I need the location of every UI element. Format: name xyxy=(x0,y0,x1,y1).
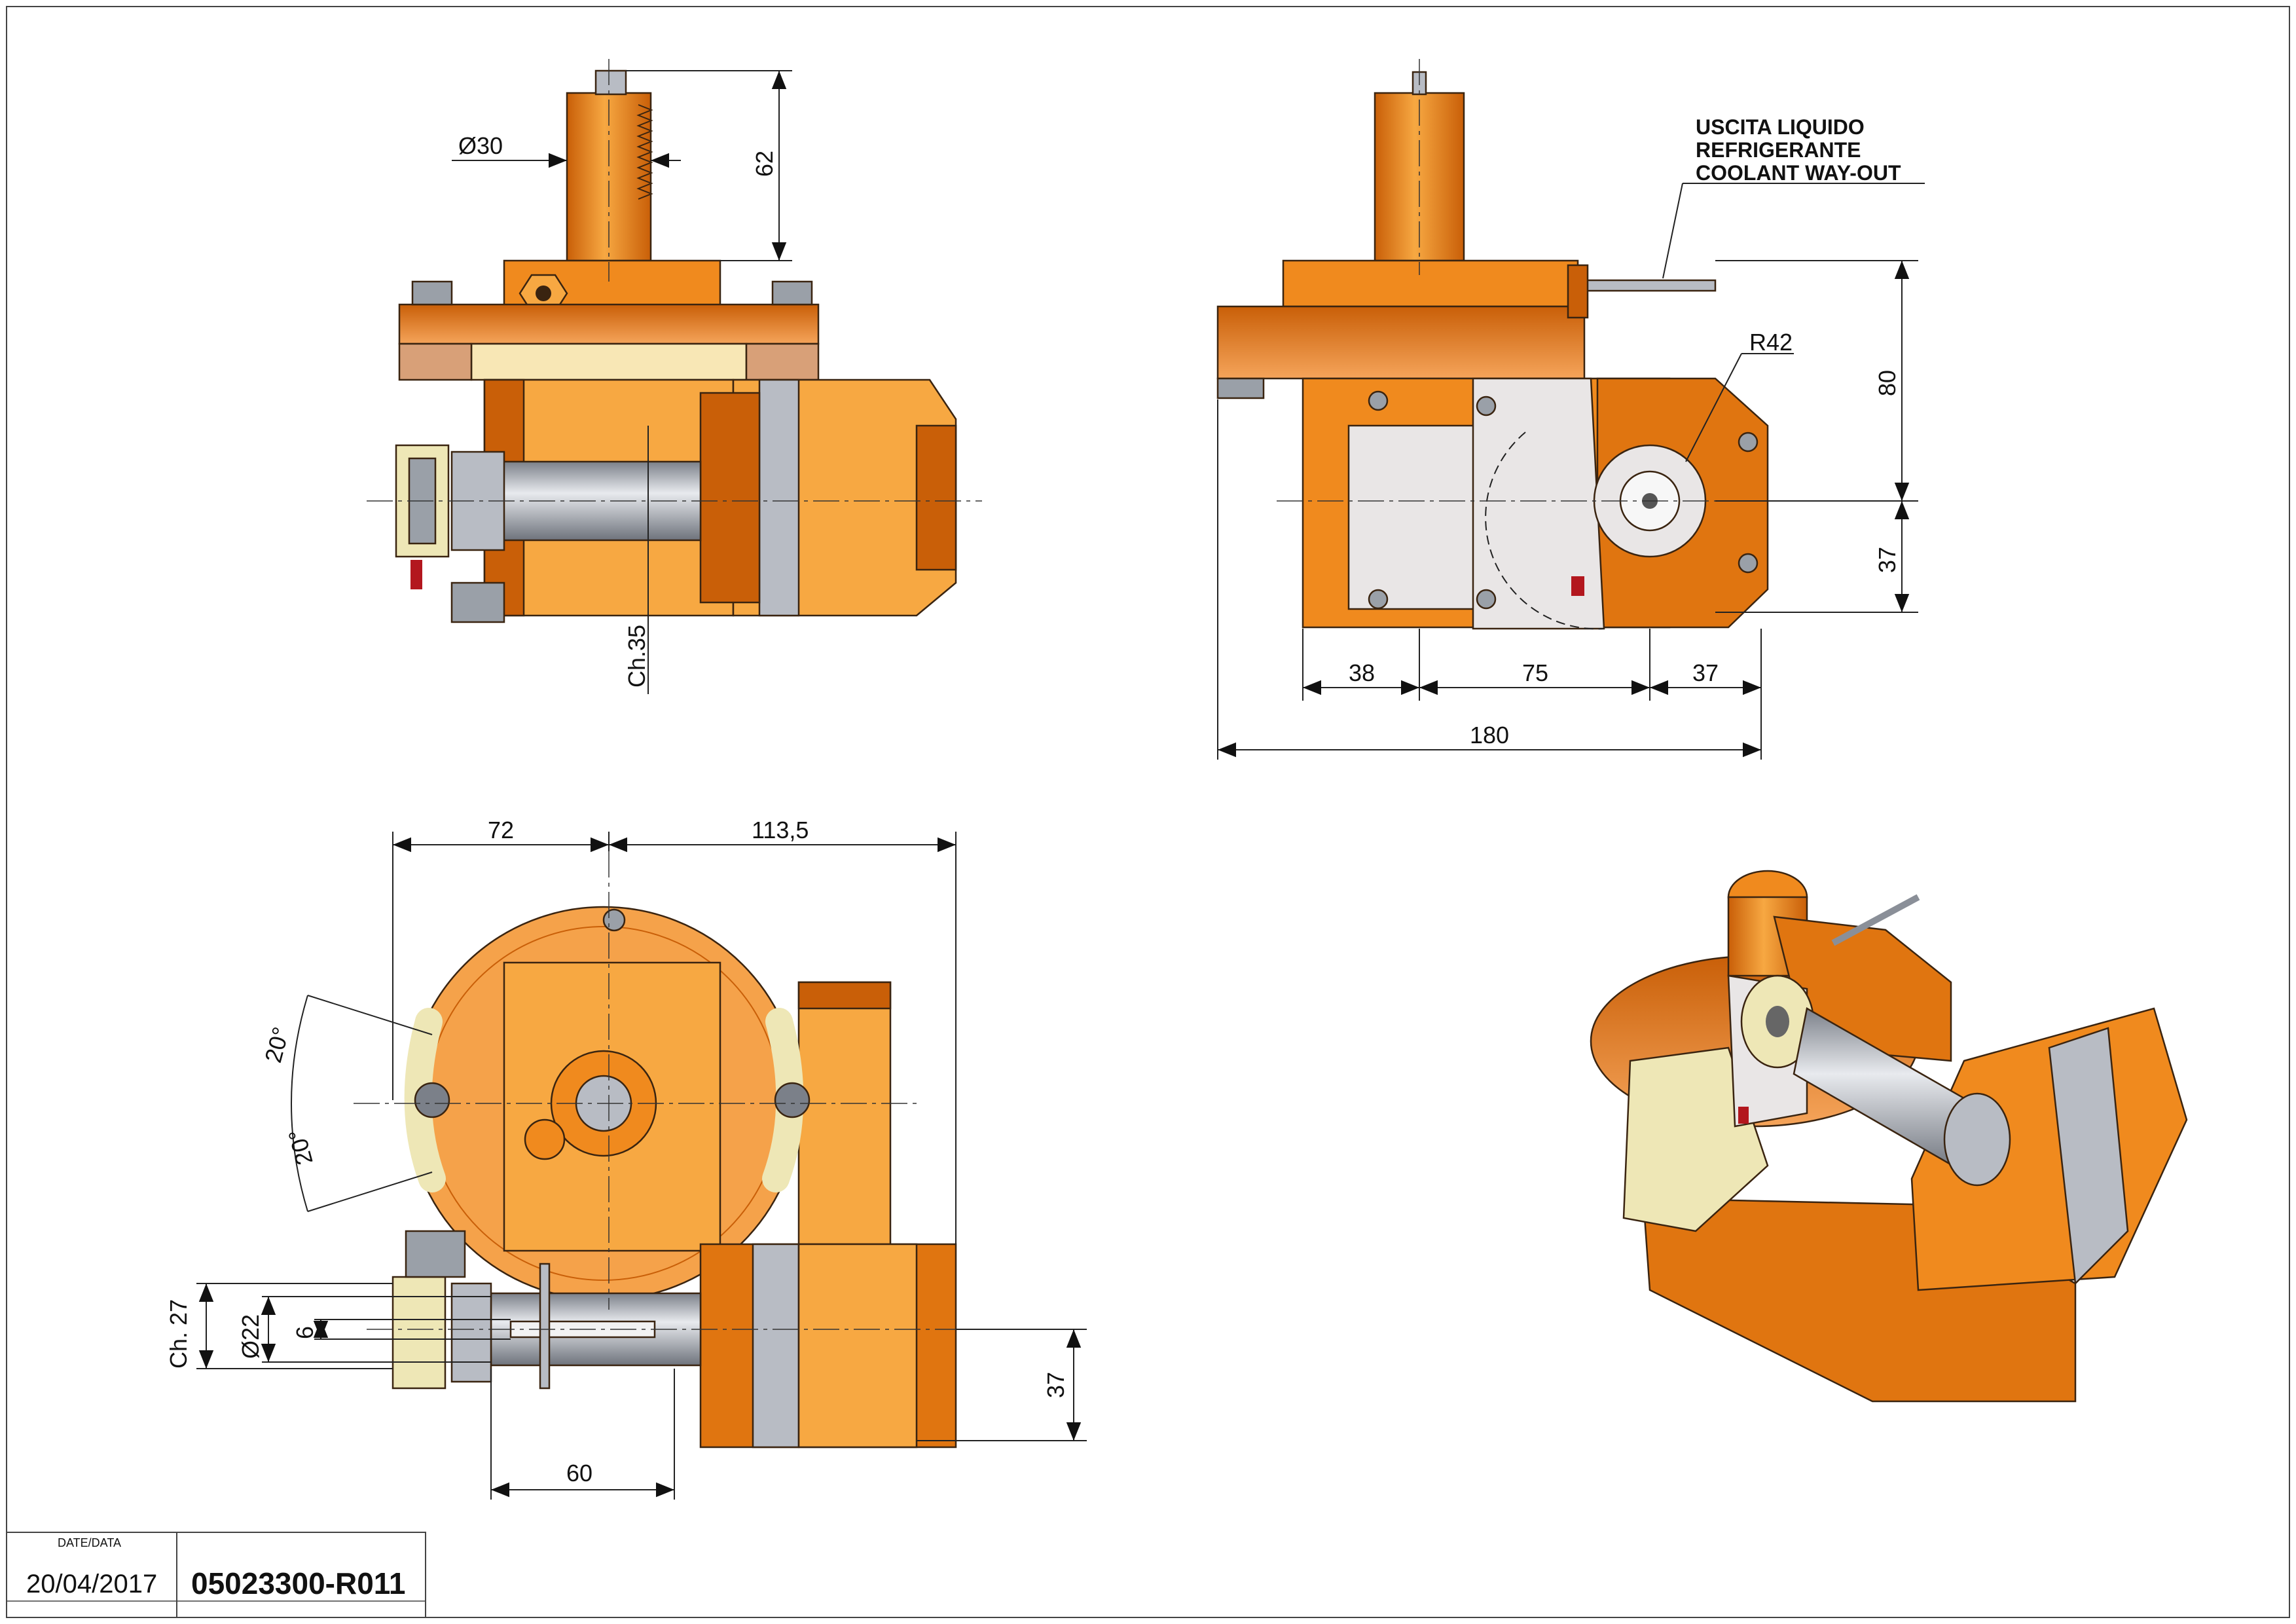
dim-height-62: 62 xyxy=(751,151,778,177)
top-collar xyxy=(392,1276,446,1390)
front-view: Ø30 62 Ch.35 xyxy=(367,59,982,694)
coolant-note-line-1: USCITA LIQUIDO xyxy=(1696,115,1865,139)
sheet-border xyxy=(6,6,2290,1618)
right-housing xyxy=(797,981,892,1252)
right-housing-band xyxy=(797,981,892,1010)
date-value: 20/04/2017 xyxy=(26,1570,157,1598)
iso-cover-plate xyxy=(1622,1046,1769,1232)
cover-screw-3 xyxy=(1368,589,1389,610)
dim-diameter-22: Ø22 xyxy=(237,1314,264,1359)
bolt-left xyxy=(411,280,453,306)
side-bolt xyxy=(1216,377,1265,399)
cover-screw-4 xyxy=(1476,589,1497,610)
dim-6: 6 xyxy=(291,1326,318,1339)
cream-band xyxy=(470,342,748,381)
coolant-fitting xyxy=(1567,264,1589,319)
coolant-pipe xyxy=(1576,279,1717,292)
dim-60: 60 xyxy=(566,1460,592,1486)
gearbox-side-rect xyxy=(915,424,957,571)
dim-113-5: 113,5 xyxy=(752,817,809,843)
dim-chamfer-27: Ch. 27 xyxy=(165,1299,192,1369)
left-band xyxy=(398,342,473,381)
iso-output-bore xyxy=(1766,1006,1789,1037)
drawing-code: 05023300-R011 xyxy=(191,1566,405,1600)
side-nozzle xyxy=(1571,576,1584,596)
lower-gearbox-band xyxy=(752,1243,800,1449)
side-view: USCITA LIQUIDO REFRIGERANTE COOLANT WAY-… xyxy=(1216,59,1925,760)
cover-screw-2 xyxy=(1476,396,1497,416)
angle-arc xyxy=(291,995,308,1212)
clamp-bolt-left xyxy=(414,1082,450,1118)
dim-chamfer-35: Ch.35 xyxy=(623,625,650,688)
coolant-nozzle-front xyxy=(410,560,422,589)
gearbox-screw-1 xyxy=(1738,432,1758,452)
coolant-note-line-2: REFRIGERANTE xyxy=(1696,138,1861,162)
dim-75: 75 xyxy=(1522,659,1548,686)
gearbox-screw-2 xyxy=(1738,553,1758,574)
side-boss xyxy=(524,1118,566,1160)
bolt-right xyxy=(771,280,813,306)
spindle-teeth xyxy=(636,104,653,200)
dim-38: 38 xyxy=(1349,659,1375,686)
clamp-bolt-right xyxy=(774,1082,811,1118)
right-band xyxy=(745,342,820,381)
iso-gearbox-grey xyxy=(2048,1027,2129,1285)
dim-37: 37 xyxy=(1042,1372,1069,1398)
dim-37-horizontal: 37 xyxy=(1692,659,1719,686)
side-flange-plate xyxy=(1216,305,1586,380)
top-coolant-pin xyxy=(539,1263,551,1390)
top-hole xyxy=(602,908,626,932)
top-view: 72 113,5 20° 20° Ch. 27 Ø22 6 37 60 xyxy=(165,817,1087,1500)
dim-37-vertical: 37 xyxy=(1874,547,1901,573)
side-flange-top xyxy=(1282,259,1579,308)
dim-diameter-30: Ø30 xyxy=(458,132,503,159)
top-bracket xyxy=(405,1230,466,1278)
iso-shaft-collar xyxy=(1943,1092,2011,1187)
isometric-view xyxy=(1590,870,2188,1403)
gearbox-dark-face xyxy=(699,392,761,604)
coolant-note-line-3: COOLANT WAY-OUT xyxy=(1696,161,1901,185)
clamp-bracket xyxy=(450,581,505,623)
dim-radius-42: R42 xyxy=(1749,329,1793,356)
r42-arc xyxy=(1485,432,1605,630)
title-block: DATE/DATA 20/04/2017 05023300-R011 xyxy=(6,1532,426,1618)
dim-72: 72 xyxy=(488,817,514,843)
iso-nozzle xyxy=(1738,1107,1749,1124)
angle-upper-20: 20° xyxy=(259,1024,295,1065)
angle-lower-20: 20° xyxy=(283,1126,318,1168)
cover-screw-1 xyxy=(1368,390,1389,411)
mounting-plate xyxy=(398,303,820,345)
spindle-key xyxy=(594,69,627,96)
dim-80: 80 xyxy=(1874,370,1901,396)
gearbox-grey-band xyxy=(758,378,800,617)
lower-gearbox-face xyxy=(797,1243,918,1449)
iso-coolant-pipe xyxy=(1831,894,1920,946)
dim-180: 180 xyxy=(1470,722,1509,748)
top-nut xyxy=(450,1282,492,1383)
date-label: DATE/DATA xyxy=(58,1536,121,1549)
flange-hex-hole xyxy=(536,286,551,301)
